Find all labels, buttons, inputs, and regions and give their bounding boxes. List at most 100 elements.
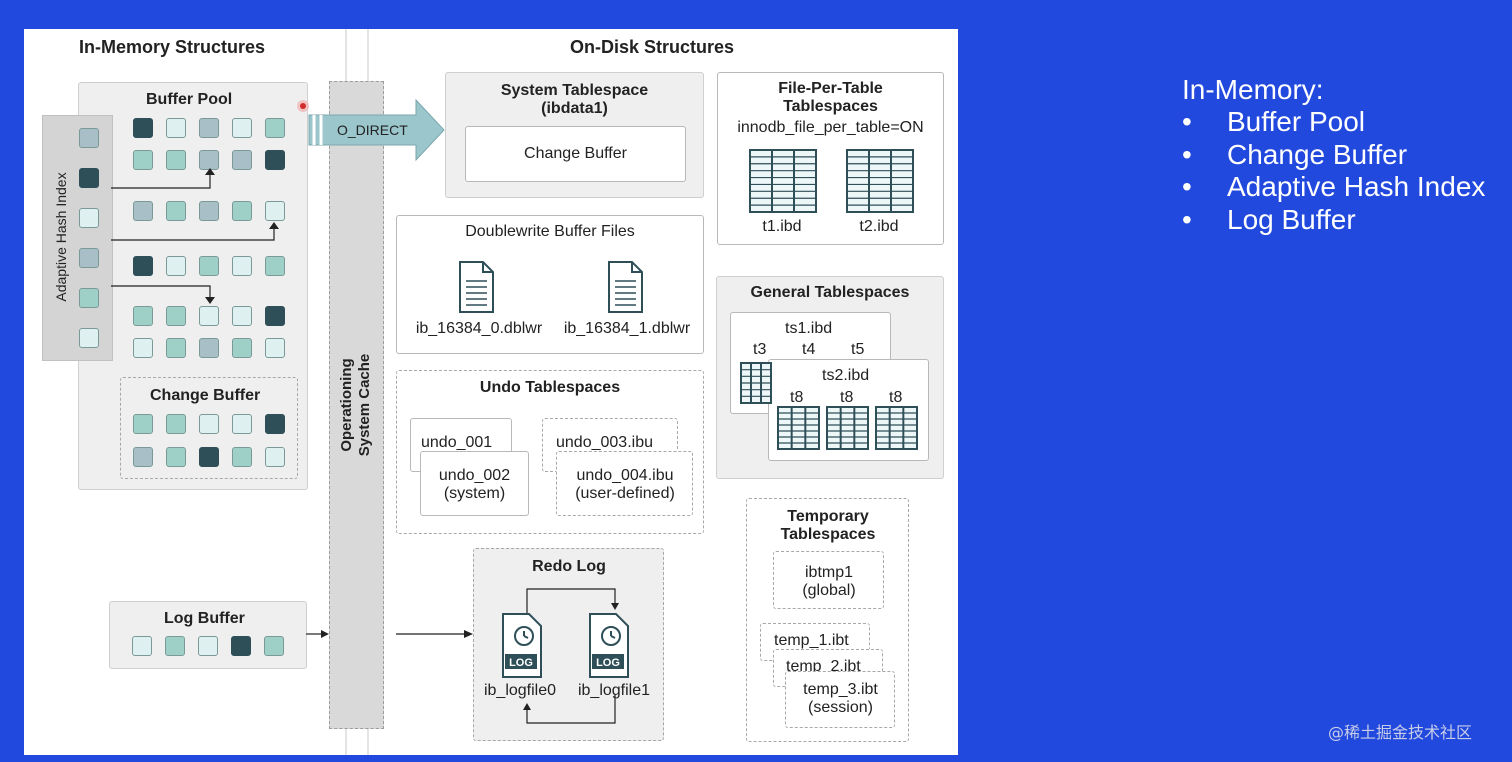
buffer-page xyxy=(231,636,251,656)
document-icon xyxy=(459,261,494,313)
os-cache-to-redo-arrow xyxy=(396,630,473,638)
buffer-page xyxy=(265,118,285,138)
document-icon xyxy=(608,261,643,313)
buffer-page xyxy=(133,256,153,276)
system-change-buffer-label: Change Buffer xyxy=(524,145,627,162)
log-buffer-panel xyxy=(109,601,307,669)
buffer-page xyxy=(198,636,218,656)
bullet-icon: • xyxy=(1182,106,1192,137)
temp-3-box xyxy=(785,671,895,728)
watermark: @稀土掘金技术社区 xyxy=(1328,723,1473,742)
table-icon xyxy=(749,149,817,213)
undo-002-box xyxy=(420,451,529,516)
temp-3-type: (session) xyxy=(808,699,873,716)
o-direct-label: O_DIRECT xyxy=(337,122,408,138)
table-icon xyxy=(846,149,914,213)
log-buffer-arrow xyxy=(306,630,329,638)
doublewrite-title: Doublewrite Buffer Files xyxy=(465,223,635,240)
bullet-icon: • xyxy=(1182,203,1192,235)
ibtmp1-type: (global) xyxy=(802,582,856,599)
dblwr-file-1-label: ib_16384_1.dblwr xyxy=(563,320,691,337)
temporary-tablespaces-title: Temporary xyxy=(787,508,869,525)
buffer-page xyxy=(166,118,186,138)
undo-004-box xyxy=(556,451,693,516)
buffer-page xyxy=(133,338,153,358)
buffer-page xyxy=(79,208,99,228)
buffer-page xyxy=(232,306,252,326)
buffer-page xyxy=(232,118,252,138)
buffer-page xyxy=(264,636,284,656)
in-memory-title: In-Memory Structures xyxy=(79,37,266,57)
adaptive-hash-index-strip xyxy=(42,115,113,361)
system-tablespace-subtitle: (ibdata1) xyxy=(541,100,608,117)
change-buffer-memory-label: Change Buffer xyxy=(150,387,261,404)
buffer-page xyxy=(166,256,186,276)
bullet-icon: • xyxy=(1182,138,1192,170)
undo-002-label: undo_002 xyxy=(438,467,511,484)
redo-file-1-label: ib_logfile1 xyxy=(577,682,651,699)
ahi-pointer-arrows xyxy=(111,175,275,298)
buffer-page xyxy=(265,338,285,358)
notes-item-label: Buffer Pool xyxy=(1227,106,1366,137)
change-buffer-memory xyxy=(120,377,298,479)
buffer-page xyxy=(232,256,252,276)
buffer-page xyxy=(166,414,186,434)
table-icon xyxy=(740,362,772,404)
file-per-table-setting: innodb_file_per_table=ON xyxy=(737,119,924,136)
buffer-page xyxy=(166,306,186,326)
table-icon xyxy=(875,406,918,450)
system-change-buffer-box xyxy=(465,126,686,182)
log-file-icon: LOG xyxy=(502,613,542,678)
buffer-page xyxy=(265,447,285,467)
buffer-page xyxy=(132,636,152,656)
buffer-page xyxy=(166,447,186,467)
notes-item-label: Log Buffer xyxy=(1227,203,1356,235)
log-file-icon: LOG xyxy=(589,613,629,678)
t2-ibd-label: t2.ibd xyxy=(859,218,899,235)
ts2-table-t8: t8 xyxy=(790,389,804,406)
undo-004-label: undo_004.ibu xyxy=(576,467,674,484)
temp-2-label: temp_2.ibt xyxy=(786,658,861,675)
buffer-page xyxy=(199,447,219,467)
buffer-page xyxy=(232,201,252,221)
dblwr-file-0-label: ib_16384_0.dblwr xyxy=(415,320,543,337)
ibtmp1-box xyxy=(773,551,884,609)
o-direct-arrow xyxy=(308,98,445,162)
ts2-label: ts2.ibd xyxy=(822,367,870,384)
buffer-page xyxy=(79,128,99,148)
buffer-page xyxy=(79,168,99,188)
buffer-page xyxy=(232,150,252,170)
redo-file-0-label: ib_logfile0 xyxy=(483,682,557,699)
buffer-page xyxy=(165,636,185,656)
buffer-page xyxy=(133,201,153,221)
buffer-page xyxy=(232,338,252,358)
buffer-page xyxy=(133,447,153,467)
doublewrite-panel xyxy=(396,215,704,354)
buffer-page xyxy=(232,447,252,467)
ibtmp1-label: ibtmp1 xyxy=(804,564,854,581)
ts2-table-t8: t8 xyxy=(840,389,854,406)
bullet-icon: • xyxy=(1182,171,1192,202)
buffer-page xyxy=(79,328,99,348)
redo-cycle-arrows xyxy=(526,588,616,724)
diagram-graphics: LOG LOG xyxy=(111,98,918,724)
ts1-table-t5: t5 xyxy=(851,341,865,358)
buffer-pool-label: Buffer Pool xyxy=(146,91,233,108)
redo-log-title: Redo Log xyxy=(532,558,606,575)
ahi-arrowheads xyxy=(205,168,279,304)
buffer-page xyxy=(265,256,285,276)
notes-item: •Change Buffer xyxy=(1182,139,1485,172)
notes-item: •Adaptive Hash Index xyxy=(1182,171,1485,204)
buffer-page xyxy=(265,306,285,326)
file-per-table-subtitle: Tablespaces xyxy=(783,98,878,115)
buffer-page xyxy=(166,338,186,358)
temp-1-label: temp_1.ibt xyxy=(774,632,849,649)
ts2-table-t8: t8 xyxy=(889,389,903,406)
pointer-dot xyxy=(297,100,309,112)
temp-3-label: temp_3.ibt xyxy=(803,681,878,698)
buffer-page xyxy=(166,150,186,170)
undo-tablespaces-panel xyxy=(396,370,704,534)
buffer-page xyxy=(265,201,285,221)
buffer-page xyxy=(199,414,219,434)
buffer-page xyxy=(265,150,285,170)
